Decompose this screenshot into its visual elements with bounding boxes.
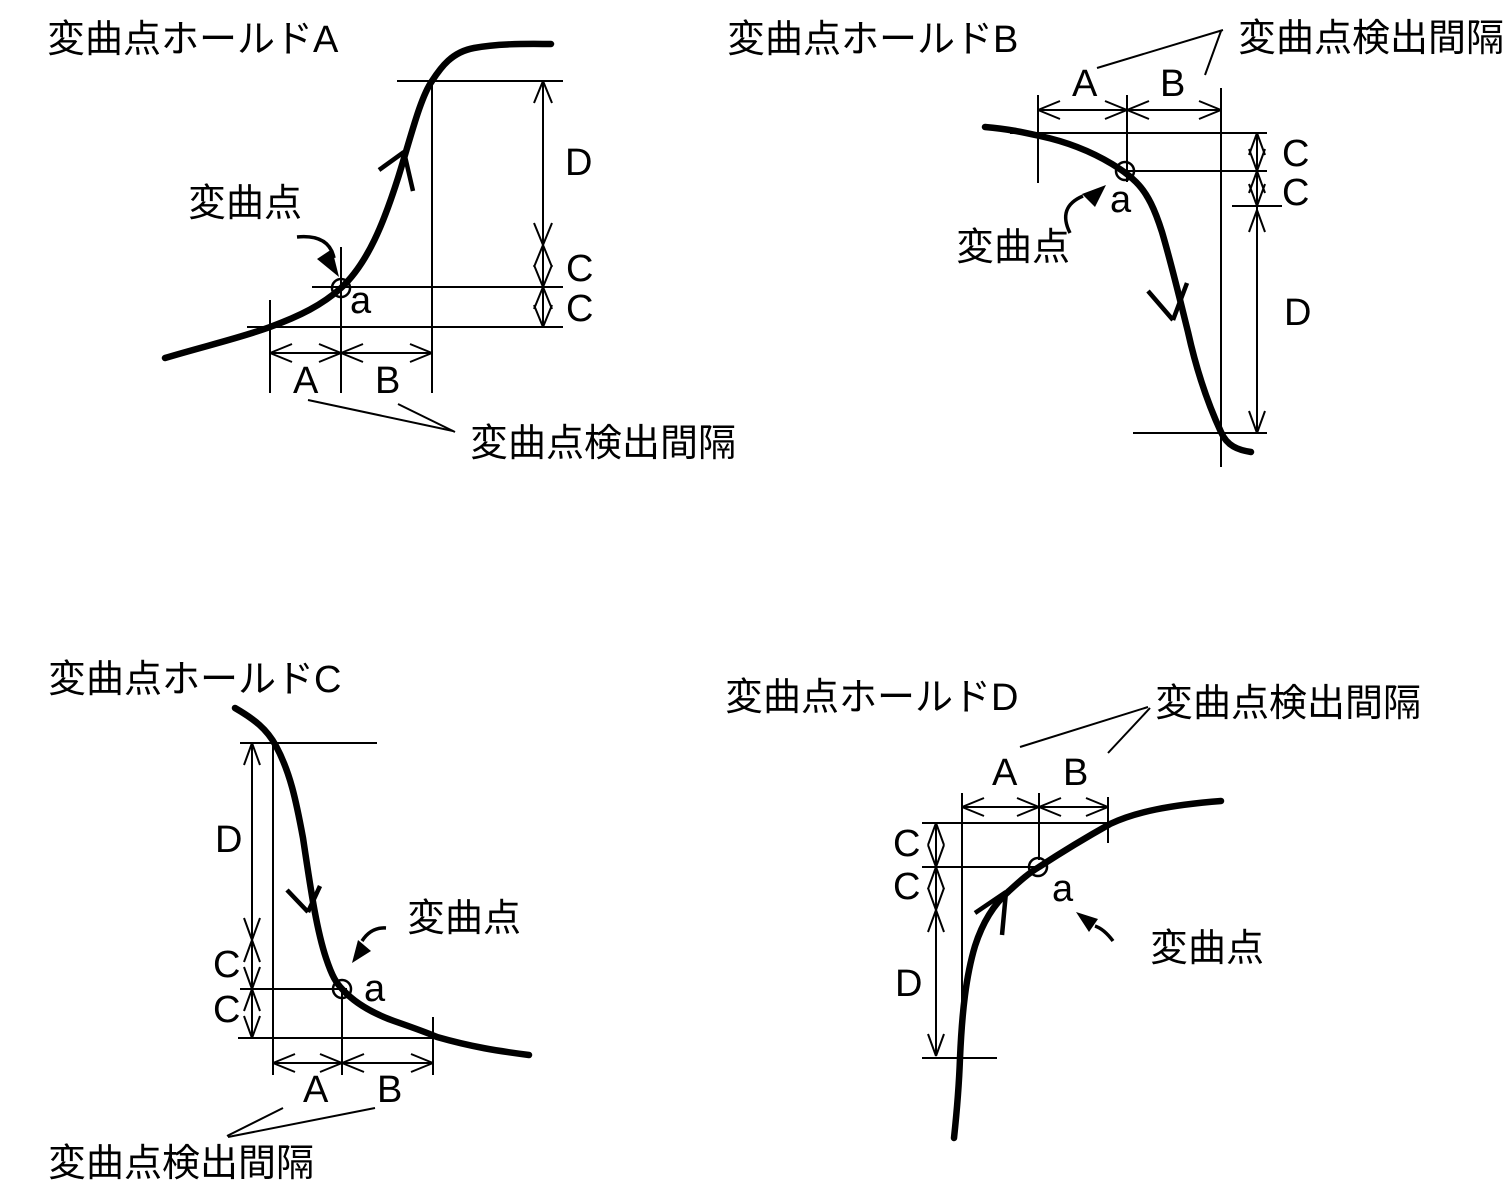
panel-b-curve-direction-arrow-icon	[1146, 282, 1190, 322]
panel-a-interval-leader-1	[307, 399, 454, 432]
panel-b-dim-label-a: A	[1072, 63, 1098, 105]
panel-c-dim-ab-center-arrows-icon	[319, 1053, 365, 1073]
panel-a-dim-label-b: B	[375, 360, 400, 402]
panel-a-dim-label-d: D	[565, 142, 592, 184]
panel-c-interval-leader-2	[227, 1107, 376, 1138]
panel-d-curve-direction-arrow-icon	[973, 890, 1009, 936]
panel-a-inflection-label: 変曲点	[188, 183, 302, 225]
panel-a-dim-label-a: A	[293, 360, 319, 402]
panel-d-title: 変曲点ホールドD	[725, 677, 1018, 719]
panel-d-dim-c-divider-arrows-icon	[927, 844, 945, 890]
panel-b-dim-d-arrow-down-icon	[1248, 410, 1266, 434]
panel-c-dim-label-c-lower: C	[213, 989, 240, 1031]
panel-c-dim-c-lower-arrow-down-icon	[243, 1015, 261, 1039]
panel-b-inflection-label: 変曲点	[956, 227, 1070, 269]
panel-b-dim-label-b: B	[1160, 63, 1185, 105]
panel-c-dim-label-c-upper: C	[213, 944, 240, 986]
panel-d-interval-label: 変曲点検出間隔	[1155, 683, 1421, 725]
panel-d-dim-b-arrow-right-icon	[1085, 797, 1109, 817]
panel-c-inflection-circle	[331, 978, 353, 1000]
panel-b-interval-leader-2	[1204, 30, 1222, 76]
panel-d: 変曲点ホールドD 変曲点検出間隔 A B C C D a	[725, 677, 1421, 1142]
panel-d-interval-leader-1	[1019, 706, 1149, 748]
panel-b-inflection-circle	[1114, 160, 1136, 182]
panel-c-title: 変曲点ホールドC	[48, 659, 341, 701]
panel-d-dim-label-b: B	[1063, 752, 1088, 794]
panel-d-inflection-pointer-arrowhead-icon	[1076, 912, 1098, 932]
panel-a-dim-d-c-divider-arrows-icon	[533, 222, 553, 268]
panel-d-dim-label-d: D	[895, 963, 922, 1005]
panel-b-signal-curve	[981, 123, 1255, 456]
panel-c-curve-direction-arrow-icon	[285, 885, 323, 914]
panel-b-dim-c-divider-arrows-icon	[1248, 148, 1266, 194]
panel-d-inflection-circle	[1027, 856, 1049, 878]
panel-c-inflection-label: 変曲点	[407, 898, 521, 940]
panel-c-dim-label-b: B	[377, 1069, 402, 1111]
panel-b-inflection-pointer-tail	[1063, 194, 1084, 234]
panel-a-dim-label-c-upper: C	[566, 248, 593, 290]
panel-a-inflection-pointer-arrowhead-icon	[317, 249, 339, 277]
panel-c-dim-c-divider-arrows-icon	[243, 966, 261, 1012]
panel-b-title: 変曲点ホールドB	[727, 19, 1018, 61]
panel-a-dim-c-divider-arrows-icon	[533, 264, 553, 310]
panel-a-dim-d-arrow-up-icon	[533, 80, 553, 104]
panel-a-inflection-circle	[330, 277, 352, 299]
panel-a-interval-leader-2	[397, 403, 456, 433]
panel-c-dim-b-arrow-right-icon	[410, 1053, 434, 1073]
panel-a: 変曲点ホールドA 変曲点 a D C C A B 変曲点	[47, 19, 736, 465]
panel-b-interval-label: 変曲点検出間隔	[1238, 18, 1504, 60]
panel-d-dim-c-d-divider-arrows-icon	[927, 887, 945, 933]
panel-a-signal-curve	[161, 40, 555, 362]
panel-b-dim-c-d-divider-arrows-icon	[1248, 183, 1266, 233]
panel-c-point-label: a	[364, 968, 386, 1010]
panel-d-dim-label-a: A	[992, 752, 1018, 794]
panel-d-point-label: a	[1052, 868, 1074, 910]
panel-a-point-label: a	[350, 280, 372, 322]
panel-c-dim-d-c-divider-arrows-icon	[243, 917, 261, 963]
panel-b-dim-label-c-lower: C	[1282, 172, 1309, 214]
panel-c-interval-label: 変曲点検出間隔	[48, 1143, 314, 1185]
panel-d-dim-label-c-lower: C	[893, 866, 920, 908]
panel-b-dim-label-d: D	[1284, 292, 1311, 334]
panel-b-dim-a-arrow-left-icon	[1037, 100, 1061, 120]
panel-a-dim-label-c-lower: C	[566, 288, 593, 330]
panel-c: 変曲点ホールドC D C C a 変曲点 A B 変曲点	[48, 659, 533, 1185]
panel-d-dim-a-arrow-left-icon	[961, 797, 985, 817]
panel-a-title: 変曲点ホールドA	[47, 19, 339, 61]
panel-a-dim-a-arrow-left-icon	[269, 343, 293, 363]
panel-c-dim-label-d: D	[215, 819, 242, 861]
panel-b: 変曲点ホールドB 変曲点検出間隔 A B C C D	[727, 18, 1504, 467]
panel-a-dim-ab-center-arrows-icon	[318, 343, 364, 363]
panel-a-interval-label: 変曲点検出間隔	[470, 423, 736, 465]
panel-d-dim-ab-center-arrows-icon	[1016, 797, 1062, 817]
panel-c-signal-curve	[231, 704, 533, 1059]
panel-d-dim-label-c-upper: C	[893, 823, 920, 865]
panel-d-dim-c-upper-arrow-up-icon	[927, 822, 945, 846]
panel-c-interval-leader-1	[226, 1107, 284, 1137]
panel-a-curve-direction-arrow-icon	[377, 150, 416, 192]
panel-b-point-label: a	[1110, 179, 1132, 221]
panel-d-inflection-label: 変曲点	[1150, 928, 1264, 970]
panel-b-dim-b-arrow-right-icon	[1198, 100, 1222, 120]
panel-c-dim-d-arrow-up-icon	[243, 742, 261, 766]
panel-d-interval-leader-2	[1107, 707, 1151, 754]
panel-c-dim-label-a: A	[303, 1069, 329, 1111]
panel-d-dim-d-arrow-down-icon	[927, 1033, 945, 1057]
panel-a-dim-b-arrow-right-icon	[409, 343, 433, 363]
panel-c-dim-a-arrow-left-icon	[272, 1053, 296, 1073]
panel-a-dim-c-lower-arrow-down-icon	[533, 304, 553, 328]
panel-d-inflection-pointer-tail	[1094, 924, 1115, 943]
panel-b-interval-leader-1	[1096, 29, 1224, 69]
panel-b-inflection-pointer-arrowhead-icon	[1082, 185, 1106, 207]
panel-c-inflection-pointer-arrowhead-icon	[352, 940, 371, 963]
panel-b-dim-label-c-upper: C	[1282, 133, 1309, 175]
panel-c-inflection-pointer-tail	[360, 926, 387, 942]
panel-d-signal-curve	[950, 797, 1225, 1142]
panel-b-dim-ab-center-arrows-icon	[1104, 100, 1150, 120]
